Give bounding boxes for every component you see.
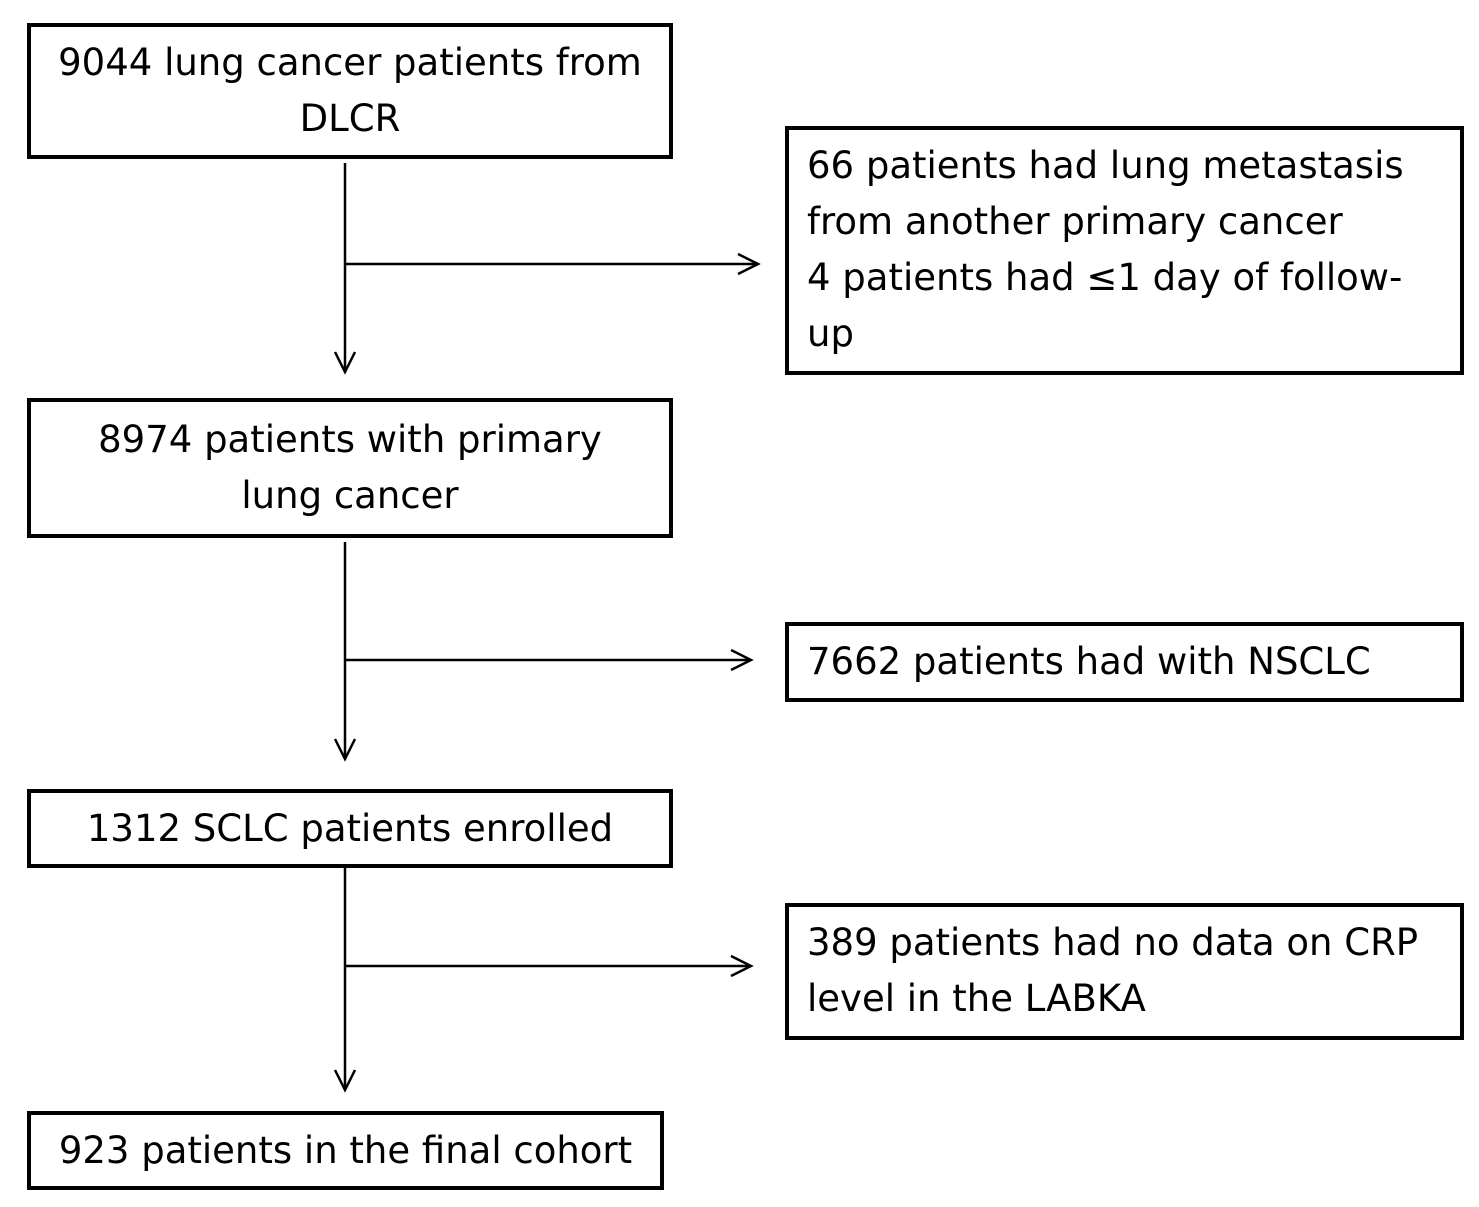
box-exclusion-metastasis-followup: 66 patients had lung metastasis from ano… <box>785 126 1464 375</box>
box-text-line: DLCR <box>299 97 401 140</box>
box-text-line: 4 patients had ≤1 day of follow- <box>807 256 1403 299</box>
box-text-line: 7662 patients had with NSCLC <box>807 640 1371 683</box>
box-text-line: from another primary cancer <box>807 200 1343 243</box>
box-final-cohort: 923 patients in the final cohort <box>27 1111 664 1190</box>
box-sclc-enrolled: 1312 SCLC patients enrolled <box>27 789 673 868</box>
box-exclusion-no-crp: 389 patients had no data on CRP level in… <box>785 903 1464 1040</box>
box-text-line: lung cancer <box>241 474 459 517</box>
box-text-line: up <box>807 312 854 355</box>
box-text-line: 1312 SCLC patients enrolled <box>86 807 614 850</box>
box-initial-patients: 9044 lung cancer patients from DLCR <box>27 23 673 159</box>
box-text-line: 923 patients in the final cohort <box>58 1129 633 1172</box>
box-text-line: 9044 lung cancer patients from <box>58 41 642 84</box>
arrowhead-down-2 <box>333 738 357 762</box>
box-text-line: level in the LABKA <box>807 977 1146 1020</box>
arrowhead-right-2 <box>730 648 754 672</box>
arrowhead-down-3 <box>333 1069 357 1093</box>
box-text-line: 389 patients had no data on CRP <box>807 921 1419 964</box>
arrowhead-right-3 <box>730 954 754 978</box>
box-exclusion-nsclc: 7662 patients had with NSCLC <box>785 622 1464 702</box>
box-primary-lung-cancer: 8974 patients with primary lung cancer <box>27 398 673 538</box>
arrowhead-right-1 <box>737 252 761 276</box>
box-text-line: 66 patients had lung metastasis <box>807 144 1404 187</box>
arrowhead-down-1 <box>333 351 357 375</box>
box-text-line: 8974 patients with primary <box>98 418 602 461</box>
